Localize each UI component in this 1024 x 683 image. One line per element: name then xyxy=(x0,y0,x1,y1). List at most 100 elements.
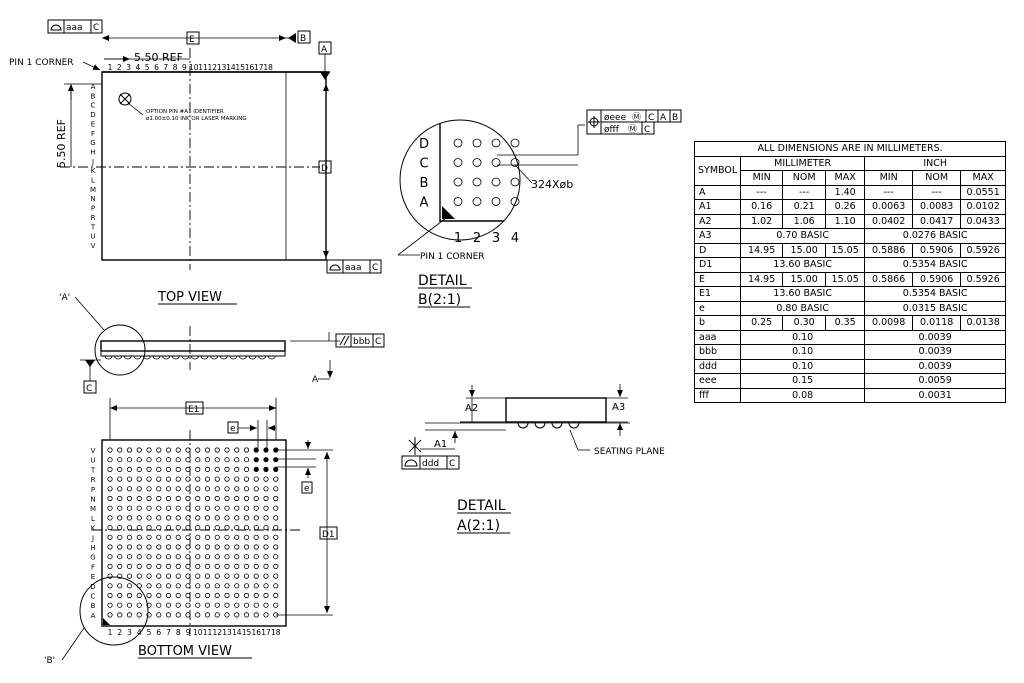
ball xyxy=(195,457,201,463)
ball xyxy=(146,486,152,492)
ball xyxy=(214,583,220,589)
detail-a-callout: 'A' xyxy=(59,293,70,303)
ball xyxy=(126,583,133,589)
ball xyxy=(214,563,220,570)
ball xyxy=(253,515,259,521)
row-label: V xyxy=(91,447,96,455)
ball xyxy=(263,515,269,521)
column-label: 7 xyxy=(163,63,168,72)
ball xyxy=(185,466,191,472)
row-label: F xyxy=(91,563,95,571)
datum-a-label: A xyxy=(321,45,328,55)
column-label: 14 xyxy=(232,628,242,637)
ball xyxy=(243,534,250,540)
profile-surface-icon-2 xyxy=(329,264,341,271)
inch-header: INCH xyxy=(864,155,1007,171)
column-label: 3 xyxy=(127,628,132,637)
ball-count-label: 324Xøb xyxy=(531,178,573,191)
fcf1-ref-c: C xyxy=(648,113,654,123)
ball xyxy=(156,554,162,560)
detail-col-label: 2 xyxy=(473,231,481,246)
ball xyxy=(107,534,113,540)
ball xyxy=(234,505,240,511)
profile-surface-icon xyxy=(50,24,62,31)
ball xyxy=(234,447,240,453)
ball xyxy=(195,486,201,492)
ball xyxy=(146,592,152,599)
column-label: 17 xyxy=(254,63,264,72)
table-cell: fff xyxy=(693,387,742,403)
ball xyxy=(243,544,250,550)
ball xyxy=(136,486,142,492)
ball xyxy=(175,534,181,540)
row-label: P xyxy=(91,486,95,494)
ball xyxy=(185,534,191,540)
side-package-body xyxy=(100,340,286,352)
ball xyxy=(126,466,133,472)
ball xyxy=(156,457,162,463)
ball xyxy=(117,602,123,608)
ball xyxy=(263,573,269,579)
ball xyxy=(253,534,259,540)
side-ball xyxy=(104,355,113,360)
row-label: N xyxy=(90,195,95,203)
ball xyxy=(273,563,279,570)
ball xyxy=(136,515,142,521)
ball xyxy=(107,563,113,570)
detail-ball xyxy=(453,138,463,148)
top-aaa-ref: C xyxy=(93,23,99,33)
ball xyxy=(273,515,279,521)
column-label: 9 xyxy=(182,63,187,72)
table-cell: A2 xyxy=(693,213,742,229)
ball xyxy=(156,612,162,618)
table-cell: 0.0118 xyxy=(912,315,962,331)
ball xyxy=(107,505,113,511)
ball xyxy=(253,602,259,608)
ball xyxy=(243,573,250,579)
ball xyxy=(263,554,269,560)
table-cell: ddd xyxy=(693,358,742,374)
ball xyxy=(175,563,181,570)
ball xyxy=(195,563,201,570)
ball xyxy=(185,515,191,521)
side-bbb-ref: C xyxy=(375,337,381,347)
ball xyxy=(185,573,191,579)
table-cell: 14.95 xyxy=(740,271,784,287)
ball xyxy=(243,466,250,472)
column-label: 15 xyxy=(242,628,252,637)
ball xyxy=(234,554,240,560)
table-cell: 0.35 xyxy=(825,315,866,331)
fcf1-ref-b: B xyxy=(672,113,678,123)
ball xyxy=(243,602,250,608)
side-ball xyxy=(258,355,266,360)
side-datum-a: A xyxy=(312,375,319,385)
datum-b-label: B xyxy=(300,34,306,44)
table-cell: E1 xyxy=(693,286,742,302)
ball xyxy=(243,486,250,492)
ball xyxy=(195,544,201,550)
detail-row-label: D xyxy=(419,137,429,152)
ball xyxy=(136,466,142,472)
column-label: 12 xyxy=(208,63,218,72)
ball xyxy=(214,476,220,482)
ball xyxy=(136,612,142,618)
ball xyxy=(224,544,230,550)
column-label: 7 xyxy=(166,628,171,637)
ball xyxy=(243,457,250,463)
ball xyxy=(107,457,113,463)
ball xyxy=(214,602,220,608)
table-cell: 15.05 xyxy=(825,271,866,287)
side-ball xyxy=(123,355,132,360)
ball xyxy=(263,602,269,608)
ball xyxy=(204,466,211,472)
ball xyxy=(107,612,113,618)
ball xyxy=(263,592,269,599)
ball xyxy=(224,466,230,472)
ball xyxy=(165,592,172,599)
ball xyxy=(214,447,220,453)
